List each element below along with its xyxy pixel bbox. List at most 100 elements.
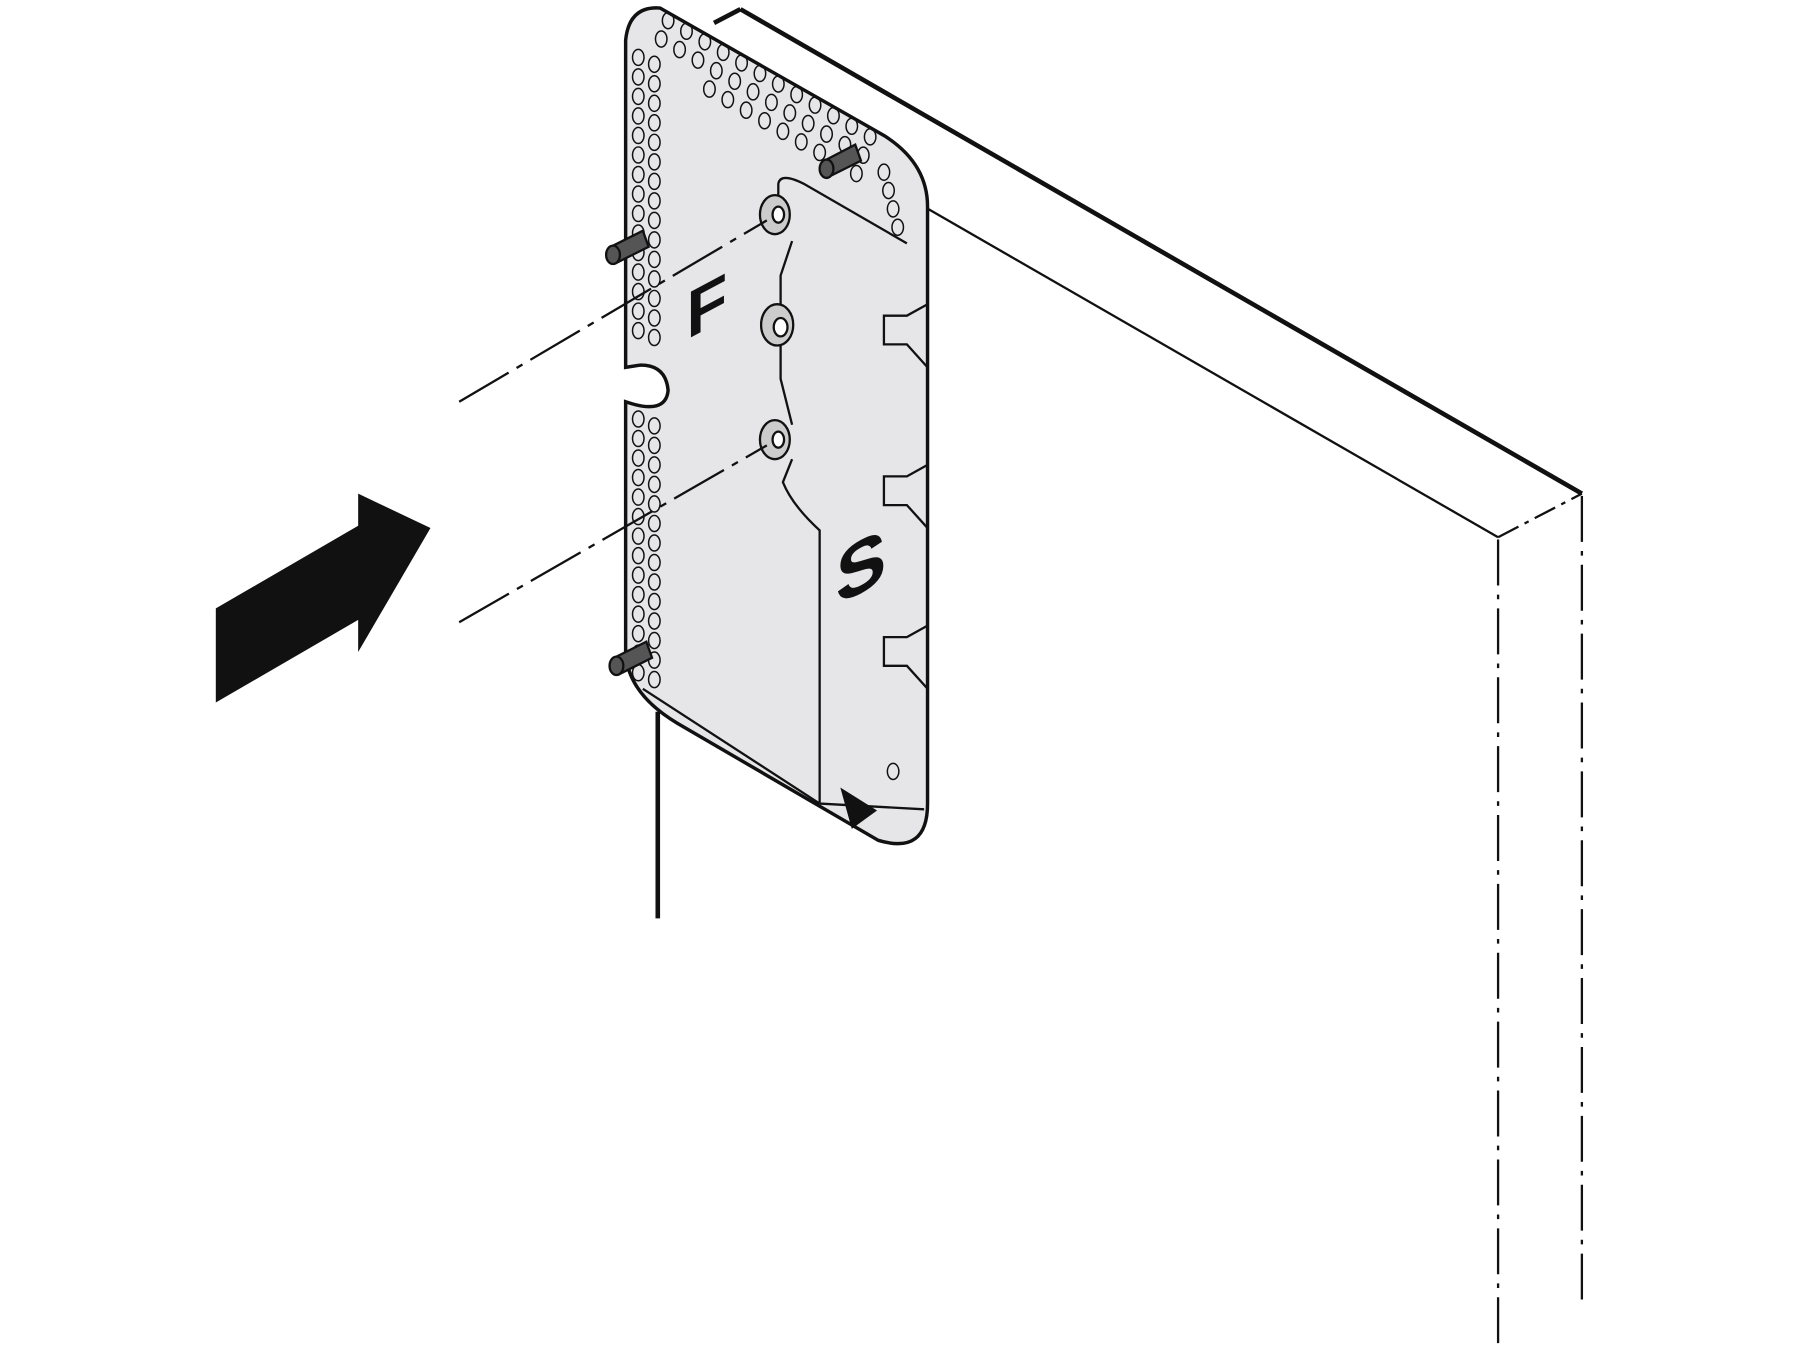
bushing-top [758, 194, 791, 236]
template-hole [631, 185, 645, 203]
panel-top-short-edge [712, 7, 742, 25]
template-hole [631, 468, 645, 487]
pin-top-right [818, 143, 863, 180]
template-hole [746, 83, 760, 101]
template-hole [771, 75, 785, 93]
template-hole [631, 585, 645, 604]
template-hole [647, 309, 661, 327]
template-hole [647, 573, 661, 591]
panel [655, 7, 1584, 1350]
template-hole [735, 54, 749, 72]
template-hole [886, 762, 900, 781]
template-hole [790, 85, 804, 104]
template-hole [631, 87, 645, 106]
template-hole [716, 43, 730, 62]
template-hole [631, 449, 645, 467]
template-hole [647, 75, 661, 93]
template-hole [647, 133, 661, 152]
template-hole-rows [631, 11, 905, 781]
template-hole [647, 250, 661, 269]
template-hole [631, 546, 645, 565]
template-hole [631, 429, 645, 448]
template-hole [647, 94, 661, 113]
template-hole [702, 80, 716, 98]
template-hole [631, 107, 645, 125]
template-hole [845, 117, 859, 136]
template-hole [631, 605, 645, 623]
template-hole [661, 11, 675, 30]
template-hole [647, 456, 661, 474]
template-hole [758, 111, 772, 130]
template-hole [647, 436, 661, 455]
panel-corner-edge [1497, 492, 1583, 539]
direction-triangle-icon [840, 787, 878, 829]
template-hole [631, 146, 645, 164]
panel-top-front-edge [923, 205, 1499, 539]
template-hole [647, 417, 661, 435]
panel-top-back-edge [739, 7, 1584, 496]
template-hole [647, 534, 661, 552]
template-hole [776, 122, 790, 141]
drill-axes [458, 219, 768, 624]
template-hole [647, 55, 661, 74]
template-hole [647, 612, 661, 630]
template-hole [647, 192, 661, 210]
template-hole [673, 40, 687, 59]
template-hole [808, 96, 822, 114]
template-hole [728, 72, 742, 91]
template-hole [647, 631, 661, 650]
locating-pins [604, 143, 863, 677]
template-hole [631, 527, 645, 545]
template-hole [801, 114, 815, 133]
template-hole [820, 125, 834, 143]
template-hole [647, 211, 661, 230]
template-hole [679, 22, 693, 41]
template-hole [631, 263, 645, 281]
drilling-template: F S [604, 6, 930, 846]
drill-axis-lower [458, 444, 768, 624]
pin-left-lower [608, 640, 654, 677]
template-hole [631, 302, 645, 320]
template-hole [764, 93, 778, 112]
template-hole [631, 624, 645, 643]
template-hole [882, 181, 896, 200]
template-hole [647, 114, 661, 132]
template-hole [631, 204, 645, 223]
template-hole [813, 143, 827, 162]
template-hole [647, 514, 661, 533]
template-hole [709, 61, 723, 80]
template-hole [647, 553, 661, 572]
template-hole [631, 126, 645, 145]
template-hole [783, 104, 797, 122]
template-hole [849, 164, 863, 183]
drill-axis-upper [458, 219, 768, 403]
template-hole [753, 64, 767, 83]
template-hole [739, 101, 753, 119]
template-hole [647, 289, 661, 308]
template-hole [826, 106, 840, 125]
template-hole [631, 488, 645, 506]
template-hole [631, 410, 645, 428]
template-hole [631, 68, 645, 86]
template-hole [647, 670, 661, 689]
bushing-middle [759, 303, 795, 347]
template-hole [647, 495, 661, 513]
template-hole [647, 153, 661, 171]
template-hole [631, 48, 645, 67]
drill-guide-bushings [758, 194, 795, 461]
template-hole [647, 270, 661, 288]
template-hole [863, 128, 877, 146]
template-hole [794, 133, 808, 151]
template-hole [877, 163, 891, 181]
template-hole [647, 592, 661, 611]
pin-left-upper [604, 229, 651, 266]
template-hole [647, 328, 661, 347]
template-hole [647, 475, 661, 494]
template-hole [631, 321, 645, 340]
insertion-direction-arrow-icon [215, 493, 431, 703]
template-hole [647, 172, 661, 191]
template-hole [891, 218, 905, 237]
template-hole [654, 30, 668, 48]
bushing-bottom [758, 419, 791, 461]
